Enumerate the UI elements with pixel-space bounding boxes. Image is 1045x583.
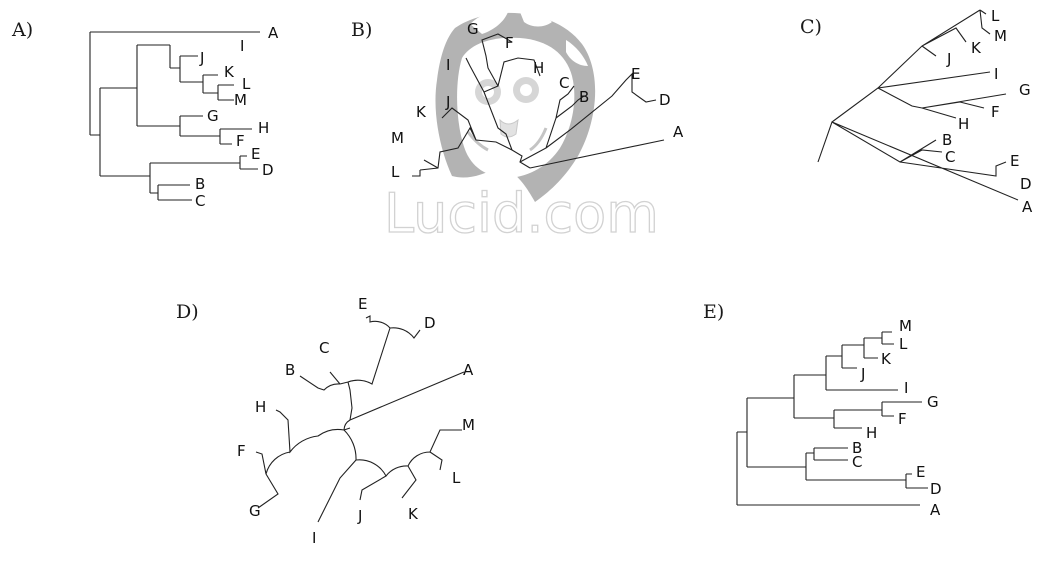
tree-b-leaf-k: K — [416, 103, 427, 121]
tree-d-leaf-k: K — [408, 505, 419, 523]
tree-b-leaf-e: E — [631, 65, 640, 83]
tree-a-leaf-f: F — [236, 132, 245, 150]
tree-d-leaf-labels: E D C B A H M F L G J K I — [237, 295, 475, 547]
panel-d-label: D) — [176, 301, 199, 323]
tree-e-leaf-c: C — [852, 453, 862, 471]
tree-c-leaf-j: J — [946, 50, 951, 68]
tree-b-leaf-l: L — [391, 163, 400, 181]
tree-e-leaf-j: J — [860, 365, 865, 383]
tree-b-leaf-h: H — [533, 59, 544, 77]
watermark-mascot: Lucid.com — [383, 11, 659, 246]
tree-c-leaf-c: C — [945, 148, 955, 166]
tree-a-leaf-a: A — [268, 24, 279, 42]
tree-d-leaf-h: H — [255, 398, 266, 416]
tree-a-leaf-d: D — [262, 161, 274, 179]
tree-a-leaf-j: J — [199, 49, 204, 67]
tree-a-leaf-k: K — [224, 63, 235, 81]
tree-e-leaf-f: F — [898, 410, 907, 428]
panel-c: C) L M K J I G F H B C E D A — [800, 7, 1033, 216]
tree-d-leaf-b: B — [285, 361, 295, 379]
tree-e-leaf-k: K — [881, 350, 892, 368]
tree-d-leaf-f: F — [237, 442, 246, 460]
tree-e-leaf-l: L — [899, 335, 908, 353]
tree-c-leaf-h: H — [958, 115, 969, 133]
tree-c-leaf-i: I — [994, 65, 998, 83]
tree-c-leaf-f: F — [991, 103, 1000, 121]
tree-e-leaf-a: A — [930, 501, 941, 519]
tree-d-leaf-c: C — [319, 339, 329, 357]
tree-e-leaf-m: M — [899, 317, 912, 335]
tree-c-leaf-k: K — [971, 39, 982, 57]
tree-e-leaf-d: D — [930, 480, 942, 498]
tree-b-leaf-b: B — [579, 88, 589, 106]
tree-c-leaf-b: B — [942, 131, 952, 149]
tree-b-leaf-a: A — [673, 123, 684, 141]
tree-e-leaf-e: E — [916, 463, 925, 481]
tree-a-leaf-labels: A I J K L M G H F E D B C — [195, 24, 279, 210]
tree-d-leaf-m: M — [462, 416, 475, 434]
tree-d-leaf-e: E — [358, 295, 367, 313]
tree-c-leaf-a: A — [1022, 198, 1033, 216]
tree-c-leaf-e: E — [1010, 152, 1019, 170]
tree-a-leaf-l: L — [242, 75, 251, 93]
tree-d-leaf-a: A — [463, 361, 474, 379]
panel-e: E) M L K J I G F H B C E D A — [703, 301, 942, 519]
tree-a-leaf-e: E — [251, 145, 260, 163]
tree-e-leaf-i: I — [904, 379, 908, 397]
watermark-text: Lucid.com — [384, 182, 659, 245]
tree-b-leaf-f: F — [505, 34, 514, 52]
panel-d: D) E D C B A H M F L G J K I — [176, 295, 475, 547]
panel-a: A) A I J K L M G H F E D B C — [11, 19, 279, 210]
tree-b-leaf-g: G — [467, 20, 479, 38]
tree-a-branches — [89, 31, 260, 201]
tree-d-leaf-g: G — [249, 502, 261, 520]
tree-c-leaf-g: G — [1019, 81, 1031, 99]
tree-a-leaf-g: G — [207, 107, 219, 125]
panel-c-label: C) — [800, 16, 822, 38]
panel-b: B) Lucid.com G F I H C E B J — [351, 11, 684, 246]
tree-c-leaf-labels: L M K J I G F H B C E D A — [942, 7, 1033, 216]
tree-a-leaf-m: M — [234, 91, 247, 109]
tree-d-branches — [255, 315, 465, 523]
tree-a-leaf-h: H — [258, 119, 269, 137]
tree-d-leaf-i: I — [312, 529, 316, 547]
panel-a-label: A) — [11, 19, 33, 41]
tree-c-leaf-m: M — [994, 27, 1007, 45]
tree-a-leaf-i: I — [240, 37, 244, 55]
tree-e-leaf-h: H — [866, 424, 877, 442]
tree-a-leaf-b: B — [195, 175, 205, 193]
panel-e-label: E) — [703, 301, 724, 323]
tree-c-branches — [817, 9, 1019, 201]
tree-b-leaf-i: I — [446, 56, 450, 74]
tree-e-leaf-g: G — [927, 393, 939, 411]
tree-b-leaf-j: J — [445, 93, 450, 111]
tree-c-leaf-l: L — [991, 7, 1000, 25]
tree-b-leaf-m: M — [391, 129, 404, 147]
tree-e-leaf-labels: M L K J I G F H B C E D A — [852, 317, 942, 519]
tree-b-leaf-d: D — [659, 91, 671, 109]
tree-d-leaf-d: D — [424, 314, 436, 332]
tree-d-leaf-j: J — [357, 507, 362, 525]
tree-e-leaf-b: B — [852, 439, 862, 457]
tree-e-branches — [736, 331, 928, 506]
tree-c-leaf-d: D — [1020, 175, 1032, 193]
tree-b-branches — [412, 33, 665, 177]
panel-b-label: B) — [351, 19, 372, 41]
tree-b-leaf-c: C — [559, 74, 569, 92]
tree-a-leaf-c: C — [195, 192, 205, 210]
tree-d-leaf-l: L — [452, 469, 461, 487]
tree-b-leaf-labels: G F I H C E B J D K A M L — [391, 20, 684, 181]
